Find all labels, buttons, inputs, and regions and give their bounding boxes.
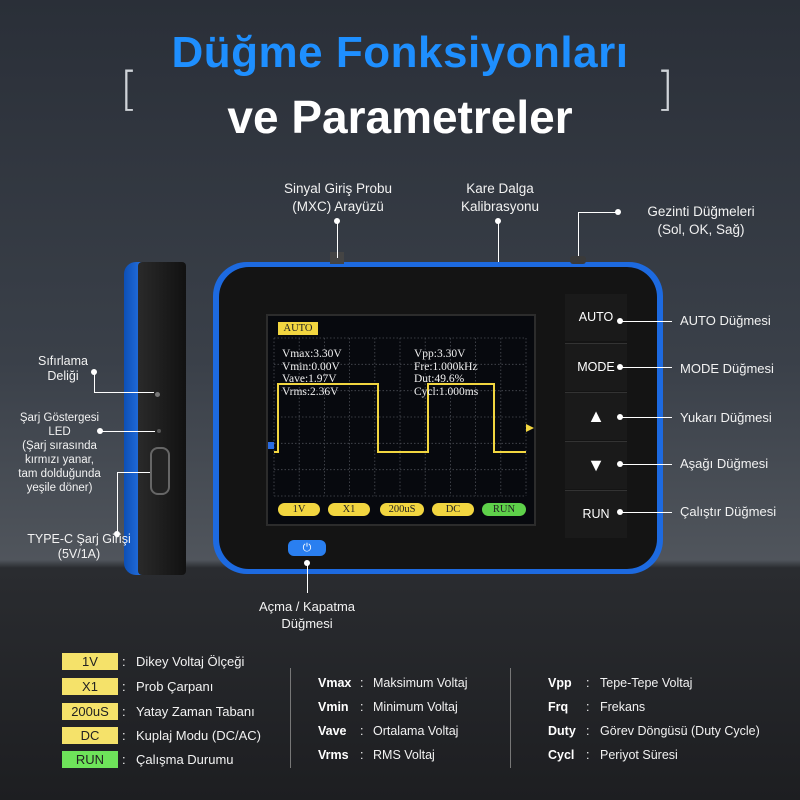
title-line-2: ve Parametreler (227, 91, 573, 143)
run-chip: RUN (482, 503, 526, 516)
legend-colon: : (122, 679, 126, 694)
legend-colon: : (586, 748, 590, 762)
button-panel: AUTO MODE ▲ ▼ RUN (565, 290, 627, 540)
device-side-panel (138, 262, 186, 575)
legend-colon: : (122, 654, 126, 669)
nav-buttons[interactable] (570, 256, 586, 264)
legend-key-vrms: Vrms (318, 748, 349, 762)
vmin-readout: Vmin:0.00V (282, 360, 340, 373)
legend-desc-1v: Dikey Voltaj Ölçeği (136, 654, 245, 669)
legend-colon: : (360, 700, 364, 714)
legend-colon: : (360, 748, 364, 762)
legend-colon: : (586, 724, 590, 738)
dut-readout: Dut:49.6% (414, 373, 465, 385)
bracket-left: [ (120, 62, 138, 116)
legend-key-vave: Vave (318, 724, 347, 738)
channel-marker (268, 442, 274, 449)
vrms-readout: Vrms:2.36V (282, 385, 339, 398)
legend-colon: : (122, 728, 126, 743)
trigger-marker (526, 424, 534, 432)
mode-button[interactable]: MODE (565, 343, 627, 391)
legend-desc-200us: Yatay Zaman Tabanı (136, 704, 255, 719)
legend-chip-run: RUN (62, 751, 118, 768)
legend-key-vmax: Vmax (318, 676, 352, 690)
callout-led: Şarj Göstergesi LED (Şarj sırasında kırm… (18, 412, 101, 494)
callout-auto: AUTO Düğmesi (680, 313, 771, 328)
legend-key-vmin: Vmin (318, 700, 349, 714)
legend-colon: : (122, 704, 126, 719)
legend-desc-vmin: Minimum Voltaj (373, 700, 458, 714)
legend-desc-vpp: Tepe-Tepe Voltaj (600, 676, 693, 690)
legend-desc-duty: Görev Döngüsü (Duty Cycle) (600, 724, 760, 738)
probe-chip: X1 (328, 503, 370, 516)
legend-colon: : (586, 676, 590, 690)
legend-key-duty: Duty (548, 724, 576, 738)
bracket-right: ] (656, 62, 674, 116)
legend-desc-vrms: RMS Voltaj (373, 748, 435, 762)
legend-chip-1v: 1V (62, 653, 118, 670)
callout-up: Yukarı Düğmesi (680, 410, 772, 425)
legend-colon: : (360, 724, 364, 738)
legend-key-frq: Frq (548, 700, 569, 714)
up-button[interactable]: ▲ (565, 392, 627, 440)
vmax-readout: Vmax:3.30V (282, 348, 342, 360)
legend-desc-cycl: Periyot Süresi (600, 748, 678, 762)
down-button[interactable]: ▼ (565, 441, 627, 489)
legend-desc-vmax: Maksimum Voltaj (373, 676, 468, 690)
type-c-port[interactable] (150, 447, 170, 495)
legend-chip-x1: X1 (62, 678, 118, 695)
timebase-chip: 200uS (380, 503, 424, 516)
reset-hole[interactable] (155, 392, 160, 397)
scale-chip: 1V (278, 503, 320, 516)
fre-readout: Fre:1.000kHz (414, 360, 478, 373)
callout-reset: Sıfırlama Deliği (37, 354, 88, 383)
legend-desc-x1: Prob Çarpanı (136, 679, 214, 694)
callout-mode: MODE Düğmesi (680, 361, 774, 376)
hud-left: Vmax:3.30V Vmin:0.00V Vave:1.97V Vrms:2.… (282, 348, 342, 398)
legend-chip-200us: 200uS (62, 703, 118, 720)
mode-chip: AUTO (278, 322, 318, 335)
vpp-readout: Vpp:3.30V (414, 348, 466, 360)
legend-desc-vave: Ortalama Voltaj (373, 724, 459, 738)
callout-nav: Gezinti Düğmeleri (Sol, OK, Sağ) (647, 204, 755, 237)
callout-down: Aşağı Düğmesi (680, 456, 769, 471)
legend-chip-dc: DC (62, 727, 118, 744)
auto-button[interactable]: AUTO (565, 294, 627, 341)
legend-colon: : (586, 700, 590, 714)
oscilloscope-screen: AUTO Vmax:3.30V Vmin:0.00V Vave:1.97V Vr… (266, 314, 536, 526)
probe-port[interactable] (330, 252, 344, 264)
legend-colon: : (122, 752, 126, 767)
cycl-readout: Cycl:1.000ms (414, 385, 479, 398)
legend-key-cycl: Cycl (548, 748, 575, 762)
power-button[interactable]: ⏻ (288, 540, 326, 556)
callout-probe: Sinyal Giriş Probu (MXC) Arayüzü (283, 181, 393, 214)
legend-desc-run: Çalışma Durumu (136, 752, 234, 767)
callout-run: Çalıştır Düğmesi (680, 504, 777, 519)
coupling-chip: DC (432, 503, 474, 516)
vave-readout: Vave:1.97V (282, 373, 337, 385)
callout-power: Açma / Kapatma Düğmesi (258, 599, 356, 631)
charge-led (157, 429, 161, 433)
waveform-trace (274, 383, 526, 453)
legend-desc-frq: Frekans (600, 700, 646, 714)
title-line-1: Düğme Fonksiyonları (171, 28, 629, 77)
callout-type-c: TYPE-C Şarj Girişi (5V/1A) (27, 532, 131, 561)
legend-key-vpp: Vpp (548, 676, 572, 690)
hud-right: Vpp:3.30V Fre:1.000kHz Dut:49.6% Cycl:1.… (414, 348, 478, 398)
run-button[interactable]: RUN (565, 490, 627, 538)
legend-desc-dc: Kuplaj Modu (DC/AC) (136, 728, 261, 743)
callout-square-wave: Kare Dalga Kalibrasyonu (460, 181, 540, 214)
legend-colon: : (360, 676, 364, 690)
waveform-graph (268, 337, 534, 497)
